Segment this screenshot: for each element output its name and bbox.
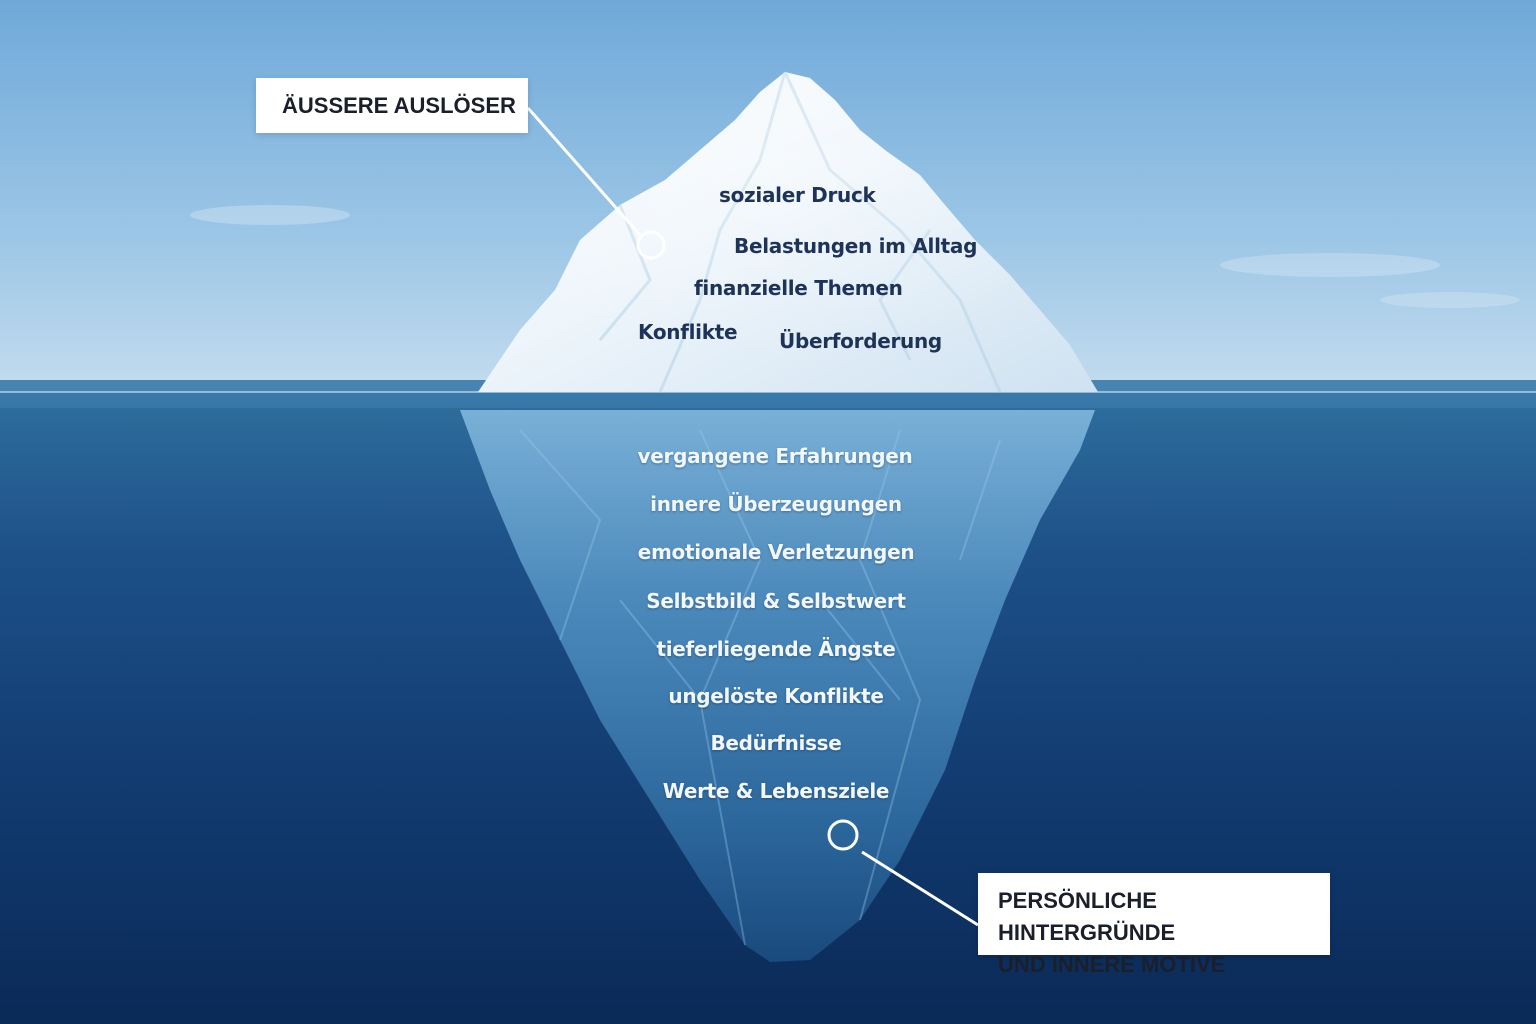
below-water-item: Werte & Lebensziele [662, 779, 890, 803]
cloud [1380, 292, 1520, 308]
below-water-item: vergangene Erfahrungen [637, 444, 913, 468]
iceberg-tip-highlight [478, 72, 1098, 392]
below-water-item: tieferliegende Ängste [656, 637, 896, 661]
cloud [1220, 253, 1440, 277]
above-water-item: Belastungen im Alltag [734, 234, 978, 258]
above-water-item: finanzielle Themen [694, 276, 903, 300]
callout-bottom-line2: UND INNERE MOTIVE [998, 952, 1226, 977]
below-water-item: ungelöste Konflikte [668, 684, 884, 708]
callout-external-triggers: ÄUSSERE AUSLÖSER [256, 78, 528, 133]
cloud [190, 205, 350, 225]
marker-circle-top [636, 230, 666, 260]
below-water-item: innere Überzeugungen [650, 492, 902, 516]
below-water-item: Selbstbild & Selbstwert [646, 589, 906, 613]
callout-bottom-line1: PERSÖNLICHE HINTERGRÜNDE [998, 888, 1176, 945]
above-water-item: Konflikte [638, 320, 738, 344]
above-water-item: sozialer Druck [719, 183, 876, 207]
iceberg-underwater-facets [519, 429, 1001, 946]
connector-line-bottom [861, 850, 979, 927]
below-water-item: emotionale Verletzungen [637, 540, 915, 564]
above-water-item: Überforderung [779, 329, 942, 353]
callout-personal-background: PERSÖNLICHE HINTERGRÜNDE UND INNERE MOTI… [978, 873, 1330, 977]
callout-top-text: ÄUSSERE AUSLÖSER [282, 93, 516, 118]
connector-line-top [526, 107, 642, 236]
below-water-item: Bedürfnisse [710, 731, 842, 755]
iceberg-underwater [460, 410, 1095, 962]
marker-circle-bottom [827, 819, 859, 851]
